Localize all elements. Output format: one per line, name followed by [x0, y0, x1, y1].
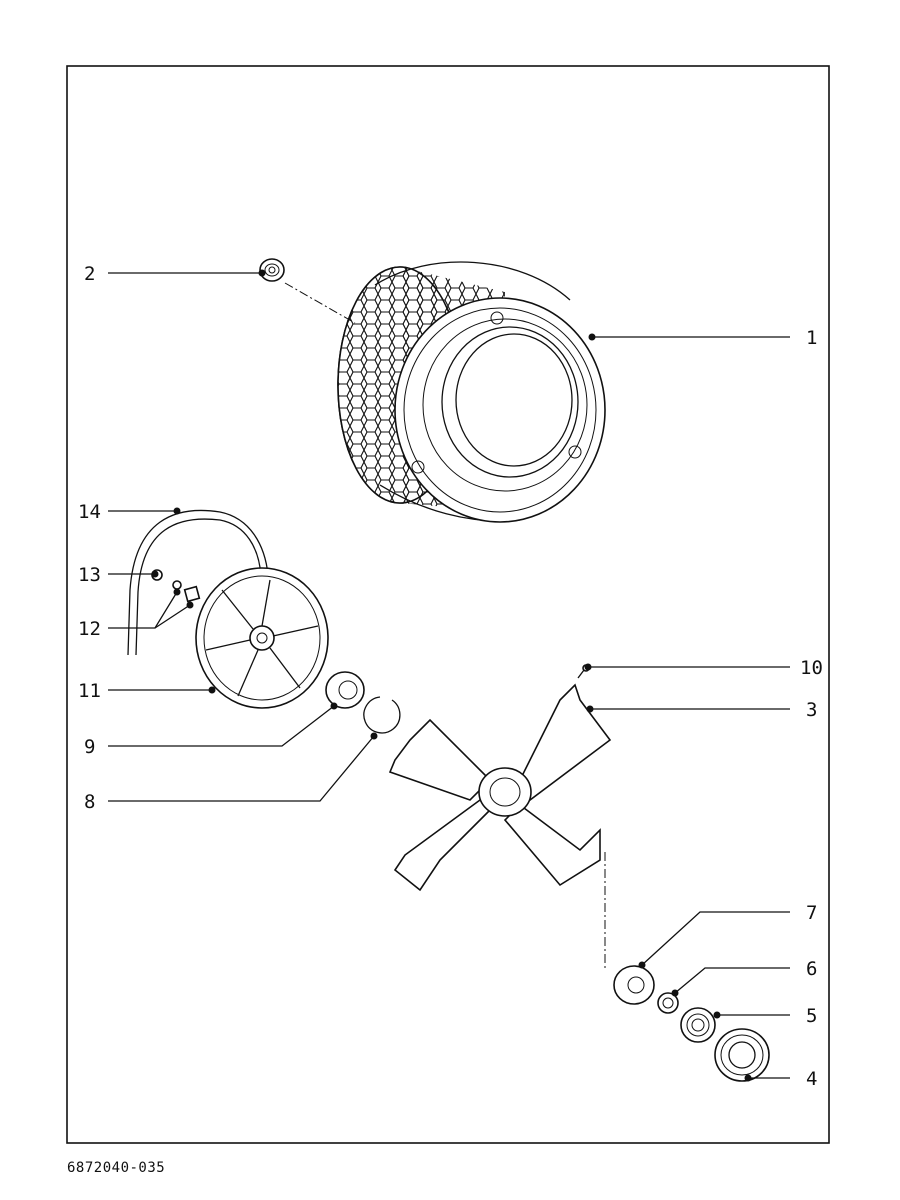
callout-5: 5 [806, 1005, 817, 1027]
callout-14: 14 [78, 501, 101, 523]
pulley-part [195, 567, 329, 709]
drum-part [337, 261, 606, 523]
callout-9: 9 [84, 736, 95, 758]
callout-3: 3 [806, 699, 817, 721]
callout-labels: 1 2 3 4 5 6 7 8 9 10 11 12 13 14 [78, 263, 823, 1090]
leader-lines [108, 272, 790, 1079]
fastener-parts [151, 569, 201, 603]
callout-1: 1 [806, 327, 817, 349]
document-code: 6872040-035 [67, 1160, 166, 1176]
sleeve-part [325, 671, 365, 709]
seal-part [259, 258, 356, 324]
belt-part [127, 509, 269, 656]
callout-13: 13 [78, 564, 101, 586]
spider-part [388, 683, 612, 968]
callout-10: 10 [800, 657, 823, 679]
callout-2: 2 [84, 263, 95, 285]
drawing-border [66, 65, 830, 1144]
callout-7: 7 [806, 902, 817, 924]
callout-6: 6 [806, 958, 817, 980]
leader-dots [151, 269, 752, 1082]
callout-12: 12 [78, 618, 101, 640]
bearing-parts [613, 965, 770, 1082]
circlip-part [363, 696, 401, 734]
callout-4: 4 [806, 1068, 817, 1090]
callout-8: 8 [84, 791, 95, 813]
callout-11: 11 [78, 680, 101, 702]
